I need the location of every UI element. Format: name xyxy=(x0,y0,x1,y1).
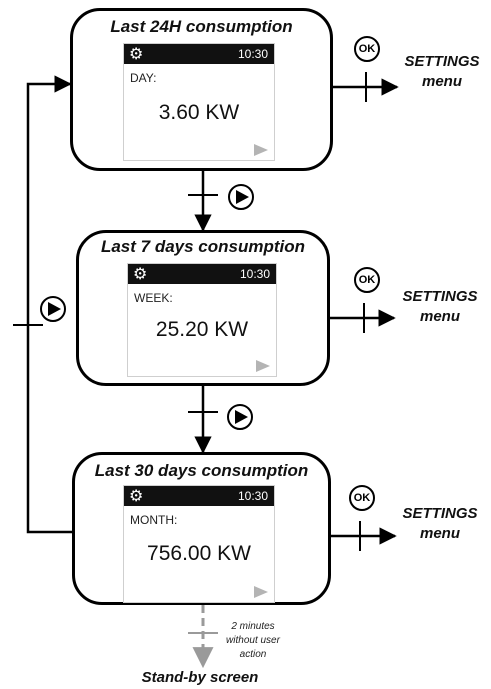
settings-menu-label: SETTINGS menu xyxy=(398,504,482,544)
settings-label-line1: SETTINGS xyxy=(402,505,478,522)
consumption-value: 3.60 KW xyxy=(158,101,240,124)
state-day: Last 24H consumption ⚙ 10:30 DAY: 3.60 K… xyxy=(70,8,333,171)
device-screen: ⚙ 10:30 MONTH: 756.00 KW xyxy=(123,485,275,603)
state-title: Last 7 days consumption xyxy=(100,237,306,256)
device-screen: ⚙ 10:30 DAY: 3.60 KW xyxy=(123,43,275,161)
period-label: WEEK: xyxy=(134,291,173,305)
state-week: Last 7 days consumption ⚙ 10:30 WEEK: 25… xyxy=(76,230,330,386)
clock-time: 10:30 xyxy=(237,489,268,503)
settings-label-line2: menu xyxy=(421,73,462,90)
gear-icon[interactable]: ⚙ xyxy=(129,486,144,505)
period-label: DAY: xyxy=(130,71,157,85)
clock-time: 10:30 xyxy=(239,267,270,281)
play-icon xyxy=(254,144,268,156)
play-icon xyxy=(48,302,61,316)
settings-menu-label: SETTINGS menu xyxy=(400,52,484,92)
period-label: MONTH: xyxy=(130,513,178,527)
next-button[interactable] xyxy=(40,296,66,322)
ok-button[interactable]: OK xyxy=(354,267,380,293)
settings-label-line2: menu xyxy=(419,308,460,325)
state-title: Last 24H consumption xyxy=(110,17,293,36)
screen-status-bar: ⚙ 10:30 xyxy=(128,264,276,284)
consumption-value: 756.00 KW xyxy=(147,542,251,565)
settings-label-line2: menu xyxy=(419,525,460,542)
play-icon xyxy=(254,586,268,598)
next-button[interactable] xyxy=(227,404,253,430)
timeout-label: 2 minutes without user action xyxy=(208,620,298,662)
ok-button[interactable]: OK xyxy=(354,36,380,62)
play-icon xyxy=(256,360,270,372)
ok-button[interactable]: OK xyxy=(349,485,375,511)
timeout-line1: 2 minutes xyxy=(231,621,275,632)
play-icon xyxy=(235,410,248,424)
transition-month-to-day xyxy=(26,75,72,534)
timeout-line3: action xyxy=(239,649,267,660)
consumption-value: 25.20 KW xyxy=(155,318,249,341)
state-title: Last 30 days consumption xyxy=(94,461,309,480)
settings-label-line1: SETTINGS xyxy=(402,288,478,305)
play-icon xyxy=(236,190,249,204)
clock-time: 10:30 xyxy=(237,47,268,61)
settings-label-line1: SETTINGS xyxy=(404,53,480,70)
gear-icon[interactable]: ⚙ xyxy=(129,44,144,63)
gear-icon[interactable]: ⚙ xyxy=(133,264,148,283)
state-month: Last 30 days consumption ⚙ 10:30 MONTH: … xyxy=(72,452,331,605)
settings-menu-label: SETTINGS menu xyxy=(398,287,482,327)
device-screen: ⚙ 10:30 WEEK: 25.20 KW xyxy=(127,263,277,377)
standby-screen-label: Stand-by screen xyxy=(141,669,259,686)
timeout-line2: without user xyxy=(226,635,280,646)
next-button[interactable] xyxy=(228,184,254,210)
screen-status-bar: ⚙ 10:30 xyxy=(124,44,274,64)
screen-status-bar: ⚙ 10:30 xyxy=(124,486,274,506)
